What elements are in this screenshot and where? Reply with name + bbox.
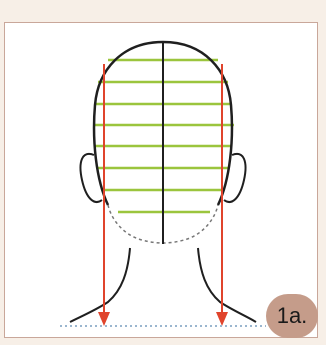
figure-label-badge: 1a. [266, 294, 318, 338]
neck-left-line [70, 248, 130, 322]
neck-right-line [198, 248, 256, 322]
